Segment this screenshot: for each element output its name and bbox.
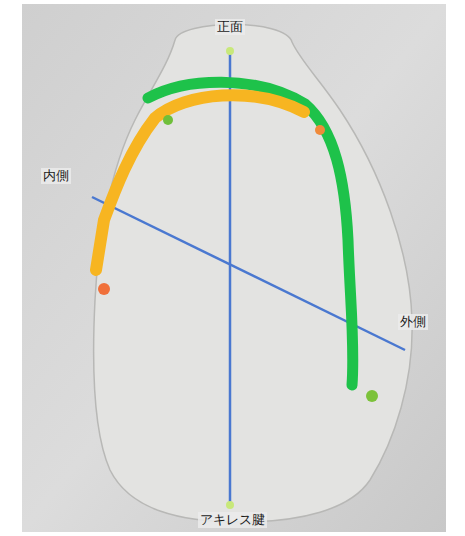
marker-dot bbox=[98, 283, 110, 295]
marker-dot bbox=[163, 115, 173, 125]
direction-label: 外側 bbox=[398, 314, 428, 330]
marker-dot bbox=[366, 390, 378, 402]
yellow-arc bbox=[96, 95, 304, 270]
marker-dot bbox=[226, 501, 234, 509]
photo-background bbox=[22, 4, 446, 532]
direction-label: 正面 bbox=[215, 19, 245, 35]
axis-line bbox=[229, 50, 232, 504]
direction-label: 内側 bbox=[41, 168, 71, 184]
axis-line bbox=[92, 197, 405, 350]
marker-dot bbox=[315, 125, 325, 135]
marker-dot bbox=[226, 47, 234, 55]
insole-outline bbox=[94, 25, 413, 523]
green-arc bbox=[148, 82, 353, 385]
direction-label: アキレス腱 bbox=[198, 512, 267, 528]
